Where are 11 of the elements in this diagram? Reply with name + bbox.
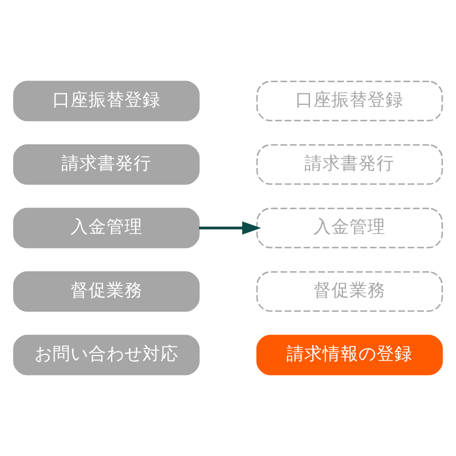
- node-box: 入金管理: [256, 208, 443, 248]
- node-box: 請求書発行: [256, 144, 443, 185]
- node-box: 督促業務: [256, 271, 443, 312]
- node-box: 請求書発行: [13, 144, 200, 185]
- node-box: 入金管理: [13, 208, 200, 248]
- node-box: 口座振替登録: [13, 80, 200, 122]
- node-box: 督促業務: [13, 271, 200, 312]
- node-box: お問い合わせ対応: [13, 334, 200, 376]
- node-box: 口座振替登録: [256, 80, 443, 122]
- arrow: [199, 221, 262, 235]
- node-box: 請求情報の登録: [256, 334, 443, 376]
